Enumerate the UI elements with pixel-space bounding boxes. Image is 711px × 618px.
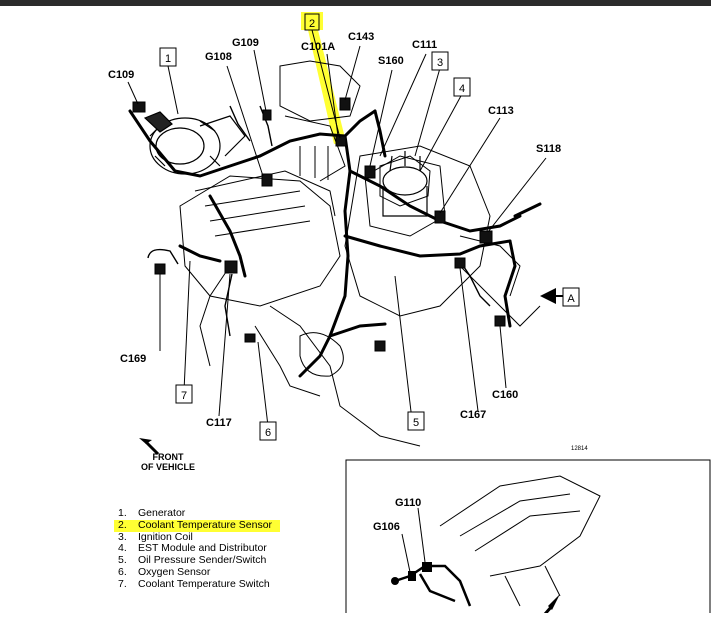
label-g109: G109: [232, 37, 259, 49]
label-c101a: C101A: [301, 41, 335, 53]
box-3: 3: [437, 57, 443, 69]
wiring-harness: [128, 109, 542, 378]
label-c117: C117: [206, 417, 232, 429]
legend-item-3: 3. Ignition Coil: [118, 530, 280, 544]
legend-item-6: 6. Oxygen Sensor: [118, 565, 280, 579]
legend-text: Oxygen Sensor: [138, 565, 211, 578]
legend-num: 3.: [118, 530, 127, 543]
label-c169: C169: [120, 353, 146, 365]
view-arrow-a: [540, 288, 566, 304]
legend-item-5: 5. Oil Pressure Sender/Switch: [118, 554, 280, 567]
c101a-connector: [335, 135, 347, 147]
g108-connector: [261, 173, 273, 187]
label-c109: C109: [108, 69, 134, 81]
callout-labels: C109 G109 G108 C101A C143 C111 S160 C113…: [108, 31, 561, 429]
c160-connector: [494, 315, 506, 327]
s118-connector: [479, 230, 493, 244]
leader-lines: [127, 29, 547, 427]
c117-connector: [224, 260, 238, 274]
front-arrow-icon: [139, 438, 160, 456]
legend-item-1: 1. Generator: [118, 507, 280, 520]
legend-item-7: 7. Coolant Temperature Switch: [118, 577, 280, 591]
label-c160: C160: [492, 389, 518, 401]
label-c113: C113: [488, 105, 514, 117]
distributor-drawing: [382, 151, 428, 217]
component-legend: 1. Generator 2. Coolant Temperature Sens…: [114, 507, 280, 591]
box-5: 5: [413, 417, 419, 429]
front-label-line2: OF VEHICLE: [140, 462, 195, 472]
label-c167: C167: [460, 409, 486, 421]
front-of-vehicle-label: FRONT OF VEHICLE: [128, 452, 208, 472]
legend-item-4: 4. EST Module and Distributor: [118, 543, 280, 555]
label-g106: G106: [373, 521, 400, 533]
legend-text: Coolant Temperature Sensor: [138, 518, 273, 531]
legend-num: 5.: [118, 554, 127, 567]
front-label-line1: FRONT: [152, 452, 184, 462]
legend-text: Generator: [138, 507, 186, 519]
legend-num: 6.: [118, 565, 127, 578]
label-s118: S118: [536, 143, 561, 155]
engine-drawing: [179, 60, 541, 447]
box-1: 1: [165, 53, 171, 65]
label-s160: S160: [378, 55, 404, 67]
callout-2-highlight: [301, 12, 323, 30]
label-g110: G110: [395, 497, 421, 509]
c113-connector: [434, 210, 446, 224]
box-numbers: 1 2 3 4 5 6 7 A: [165, 18, 575, 439]
oil-sender-connector: [374, 340, 386, 352]
g109-connector: [262, 109, 272, 121]
box-a: A: [567, 293, 575, 305]
engine-wiring-diagram: C109 G109 G108 C101A C143 C111 S160 C113…: [108, 12, 711, 618]
box-4: 4: [459, 83, 465, 95]
legend-text: EST Module and Distributor: [138, 542, 267, 555]
box-6: 6: [265, 427, 271, 439]
box-2: 2: [309, 18, 315, 30]
c109-connector: [132, 101, 146, 113]
box-7: 7: [181, 390, 187, 402]
c167-connector: [454, 257, 466, 269]
figure-code: 12814: [571, 446, 588, 452]
legend-num: 4.: [118, 542, 127, 555]
c143-connector: [339, 97, 351, 111]
oxygen-sensor-connector: [244, 333, 256, 343]
legend-text: Ignition Coil: [138, 530, 193, 543]
numbered-boxes: [159, 13, 580, 441]
diagram-stage: C109 G109 G108 C101A C143 C111 S160 C113…: [0, 6, 711, 618]
top-border: [0, 0, 711, 6]
s160-connector: [364, 165, 376, 179]
legend-num: 1.: [118, 507, 127, 519]
legend-text: Oil Pressure Sender/Switch: [138, 554, 267, 567]
legend-text: Coolant Temperature Switch: [138, 577, 270, 590]
c169-connector: [154, 263, 166, 275]
label-c111: C111: [412, 39, 437, 51]
legend-num: 2.: [118, 518, 127, 531]
legend-num: 7.: [118, 577, 127, 590]
label-g108: G108: [205, 51, 232, 63]
inset-view: G110 G106: [345, 459, 711, 618]
label-c143: C143: [348, 31, 374, 43]
legend-item-2-highlighted: 2. Coolant Temperature Sensor: [114, 518, 280, 532]
